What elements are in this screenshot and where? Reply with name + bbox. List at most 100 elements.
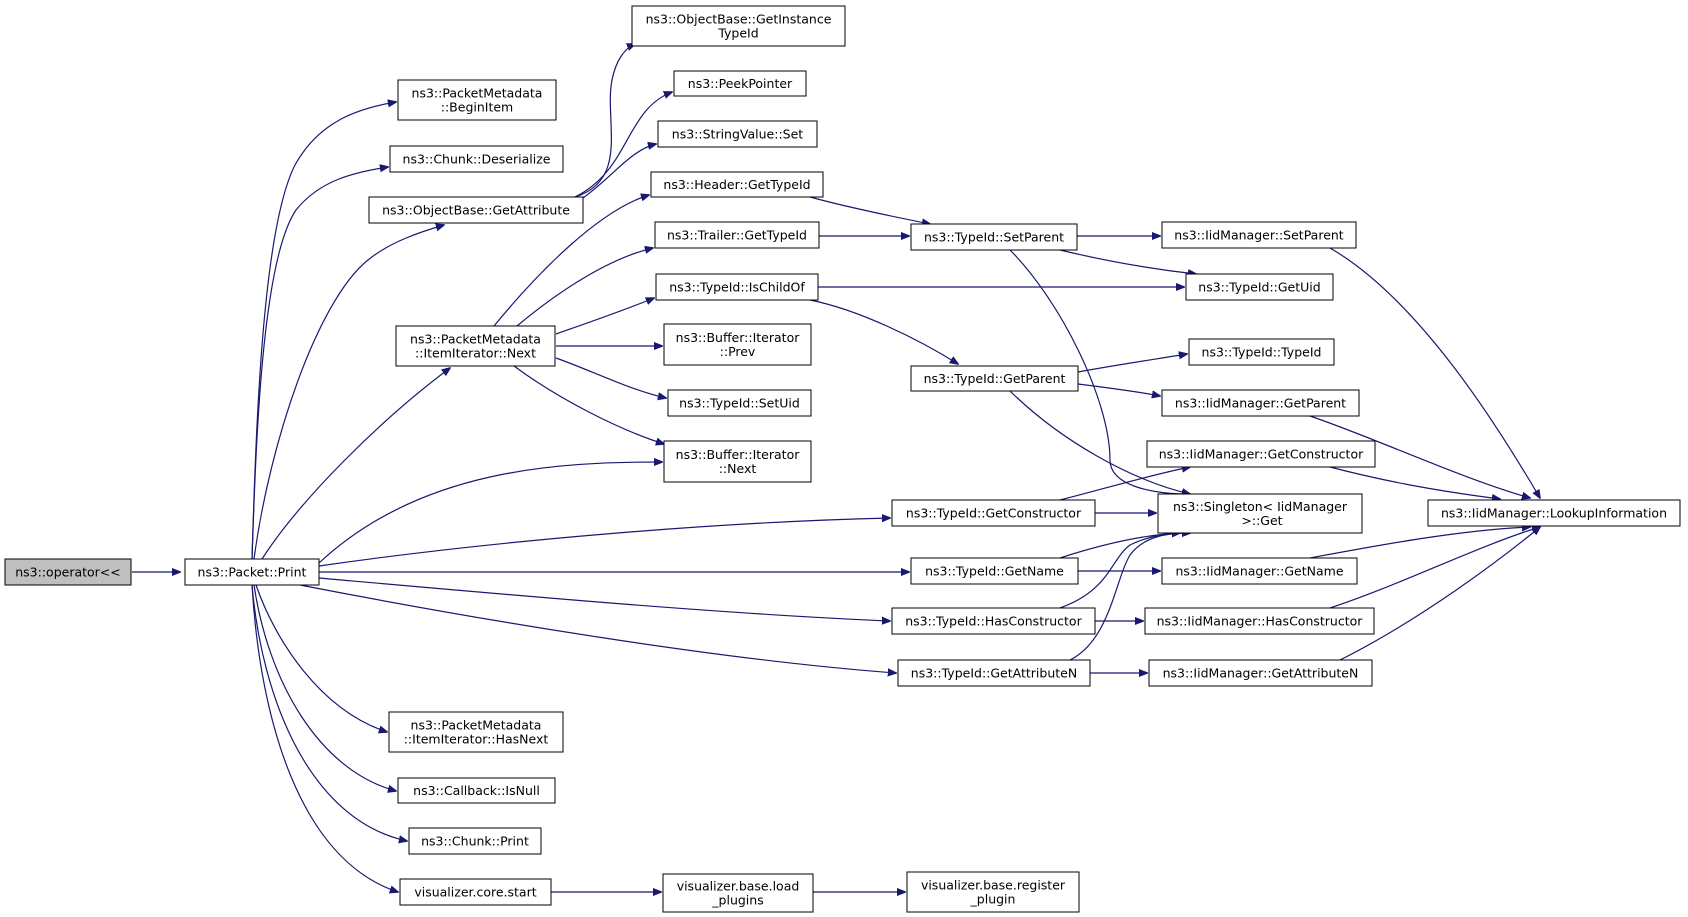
node-label: ns3::TypeId::GetParent bbox=[924, 371, 1066, 386]
node-chunk-print[interactable]: ns3::Chunk::Print bbox=[408, 827, 542, 855]
node-iid-getname[interactable]: ns3::IidManager::GetName bbox=[1161, 557, 1358, 585]
edge-packet-print-to-typeid-hasconstructor bbox=[318, 577, 890, 621]
edge-typeid-getname-to-singleton-get bbox=[1059, 533, 1180, 559]
node-label: ns3::ObjectBase::GetAttribute bbox=[382, 203, 570, 218]
node-operator-ll[interactable]: ns3::operator<< bbox=[4, 558, 132, 586]
node-buffer-iter-next[interactable]: ns3::Buffer::Iterator::Next bbox=[663, 440, 812, 483]
node-label: ns3::IidManager::GetConstructor bbox=[1159, 447, 1364, 462]
node-label: ns3::TypeId::GetUid bbox=[1198, 280, 1320, 295]
node-label: ns3::Singleton< IidManager bbox=[1173, 499, 1348, 514]
node-vis-base-load[interactable]: visualizer.base.load_plugins bbox=[662, 873, 814, 913]
node-callback-isnull[interactable]: ns3::Callback::IsNull bbox=[397, 777, 556, 804]
edge-iid-getparent-to-iid-lookupinformation bbox=[1309, 415, 1530, 498]
edge-typeid-setparent-to-singleton-get bbox=[1009, 249, 1190, 494]
node-typeid-ischildof[interactable]: ns3::TypeId::IsChildOf bbox=[655, 273, 819, 301]
edge-pm-itemiter-next-to-typeid-ischildof bbox=[555, 298, 654, 335]
node-label: ns3::PacketMetadata bbox=[412, 86, 543, 101]
node-label: ns3::TypeId::HasConstructor bbox=[905, 614, 1082, 629]
edge-ob-getattribute-to-stringvalue-set bbox=[579, 144, 656, 201]
node-label: ns3::IidManager::HasConstructor bbox=[1157, 614, 1364, 629]
edge-iid-getconstructor-to-iid-lookupinformation bbox=[1329, 466, 1500, 499]
node-iid-lookupinformation[interactable]: ns3::IidManager::LookupInformation bbox=[1427, 499, 1681, 527]
node-typeid-getparent[interactable]: ns3::TypeId::GetParent bbox=[910, 365, 1079, 392]
node-packet-print[interactable]: ns3::Packet::Print bbox=[184, 558, 320, 586]
node-pm-beginitem[interactable]: ns3::PacketMetadata::BeginItem bbox=[397, 79, 557, 121]
node-typeid-getname[interactable]: ns3::TypeId::GetName bbox=[910, 557, 1079, 585]
node-label: _plugins bbox=[711, 893, 763, 908]
node-label: visualizer.base.load bbox=[677, 879, 800, 894]
node-singleton-get[interactable]: ns3::Singleton< IidManager >::Get bbox=[1157, 493, 1363, 534]
edge-packet-print-to-pm-beginitem bbox=[251, 102, 396, 560]
edge-packet-print-to-pm-itemiter-next bbox=[261, 368, 450, 560]
node-ob-getattribute[interactable]: ns3::ObjectBase::GetAttribute bbox=[368, 196, 584, 224]
node-typeid-setuid[interactable]: ns3::TypeId::SetUid bbox=[667, 389, 812, 417]
node-peekpointer[interactable]: ns3::PeekPointer bbox=[673, 70, 807, 97]
node-label: ns3::TypeId::SetParent bbox=[924, 230, 1064, 245]
node-label: visualizer.base.register bbox=[921, 878, 1066, 893]
node-stringvalue-set[interactable]: ns3::StringValue::Set bbox=[657, 120, 818, 148]
node-label: ns3::Buffer::Iterator bbox=[676, 447, 801, 462]
node-label: ns3::Header::GetTypeId bbox=[663, 177, 810, 192]
node-label: ns3::IidManager::GetName bbox=[1175, 564, 1343, 579]
node-buffer-iter-prev[interactable]: ns3::Buffer::Iterator::Prev bbox=[663, 323, 812, 366]
edge-iid-hasconstructor-to-iid-lookupinformation bbox=[1329, 527, 1540, 609]
node-iid-setparent[interactable]: ns3::IidManager::SetParent bbox=[1161, 221, 1357, 249]
node-label: ns3::Callback::IsNull bbox=[413, 783, 540, 798]
node-chunk-deserialize[interactable]: ns3::Chunk::Deserialize bbox=[389, 145, 564, 173]
node-typeid-getattributen[interactable]: ns3::TypeId::GetAttributeN bbox=[897, 659, 1091, 687]
node-label: ns3::TypeId::SetUid bbox=[679, 396, 800, 411]
node-label: ns3::Buffer::Iterator bbox=[676, 330, 801, 345]
edge-packet-print-to-typeid-getattributen bbox=[299, 584, 896, 673]
node-iid-getconstructor[interactable]: ns3::IidManager::GetConstructor bbox=[1146, 440, 1376, 468]
node-iid-getparent[interactable]: ns3::IidManager::GetParent bbox=[1161, 389, 1360, 417]
node-vis-base-register[interactable]: visualizer.base.register_plugin bbox=[906, 871, 1080, 913]
edge-iid-getattributen-to-iid-lookupinformation bbox=[1339, 527, 1540, 661]
node-label: ns3::IidManager::GetParent bbox=[1175, 396, 1346, 411]
node-label: visualizer.core.start bbox=[414, 885, 536, 900]
node-typeid-getconstructor[interactable]: ns3::TypeId::GetConstructor bbox=[891, 499, 1096, 527]
node-label: _plugin bbox=[970, 892, 1016, 907]
edge-packet-print-to-buffer-iter-next bbox=[317, 462, 662, 565]
edge-pm-itemiter-next-to-buffer-iter-next bbox=[513, 365, 664, 444]
node-typeid-setparent[interactable]: ns3::TypeId::SetParent bbox=[910, 223, 1078, 251]
node-iid-getattributen[interactable]: ns3::IidManager::GetAttributeN bbox=[1148, 659, 1373, 687]
node-label: ns3::TypeId::GetAttributeN bbox=[911, 666, 1077, 681]
edge-header-gettypeid-to-typeid-setparent bbox=[809, 196, 930, 224]
edge-pm-itemiter-next-to-typeid-setuid bbox=[555, 357, 666, 398]
node-label: ns3::IidManager::SetParent bbox=[1174, 228, 1344, 243]
node-label: ns3::IidManager::LookupInformation bbox=[1441, 506, 1667, 521]
edge-packet-print-to-chunk-deserialize bbox=[251, 167, 388, 560]
node-label: ns3::TypeId::IsChildOf bbox=[669, 280, 805, 295]
edge-typeid-getparent-to-typeid-typeid bbox=[1077, 354, 1187, 373]
node-typeid-typeid[interactable]: ns3::TypeId::TypeId bbox=[1188, 338, 1335, 366]
node-iid-hasconstructor[interactable]: ns3::IidManager::HasConstructor bbox=[1144, 607, 1375, 635]
edge-typeid-ischildof-to-typeid-getparent bbox=[809, 299, 958, 364]
node-typeid-getuid[interactable]: ns3::TypeId::GetUid bbox=[1185, 273, 1334, 301]
edge-packet-print-to-ob-getattribute bbox=[253, 225, 444, 560]
node-typeid-hasconstructor[interactable]: ns3::TypeId::HasConstructor bbox=[891, 607, 1096, 635]
node-trailer-gettypeid[interactable]: ns3::Trailer::GetTypeId bbox=[654, 221, 820, 249]
node-pm-itemiter-next[interactable]: ns3::PacketMetadata::ItemIterator::Next bbox=[395, 325, 556, 367]
edge-typeid-getparent-to-singleton-get bbox=[1009, 390, 1190, 494]
edge-packet-print-to-vis-core-start bbox=[251, 584, 398, 892]
node-label: ns3::Packet::Print bbox=[198, 565, 307, 580]
node-header-gettypeid[interactable]: ns3::Header::GetTypeId bbox=[650, 171, 824, 198]
node-label: ns3::TypeId::GetName bbox=[925, 564, 1064, 579]
edge-packet-print-to-callback-isnull bbox=[253, 584, 396, 791]
node-label: ns3::PacketMetadata bbox=[411, 718, 542, 733]
edge-typeid-getparent-to-iid-getparent bbox=[1077, 383, 1160, 396]
edge-pm-itemiter-next-to-header-gettypeid bbox=[493, 195, 649, 327]
node-label: ::ItemIterator::Next bbox=[415, 346, 536, 361]
edge-typeid-getconstructor-to-iid-getconstructor bbox=[1059, 467, 1190, 501]
node-pm-itemiter-hasnext[interactable]: ns3::PacketMetadata::ItemIterator::HasNe… bbox=[388, 711, 564, 753]
node-label: ::BeginItem bbox=[441, 100, 513, 115]
node-label: ::Prev bbox=[720, 344, 756, 359]
edge-iid-getname-to-iid-lookupinformation bbox=[1309, 527, 1530, 559]
node-label: ns3::TypeId::TypeId bbox=[1202, 345, 1322, 360]
node-label: ns3::ObjectBase::GetInstance bbox=[646, 12, 832, 27]
node-label: ns3::Chunk::Deserialize bbox=[403, 152, 551, 167]
edge-typeid-setparent-to-typeid-getuid bbox=[1059, 249, 1196, 274]
node-vis-core-start[interactable]: visualizer.core.start bbox=[399, 878, 552, 906]
